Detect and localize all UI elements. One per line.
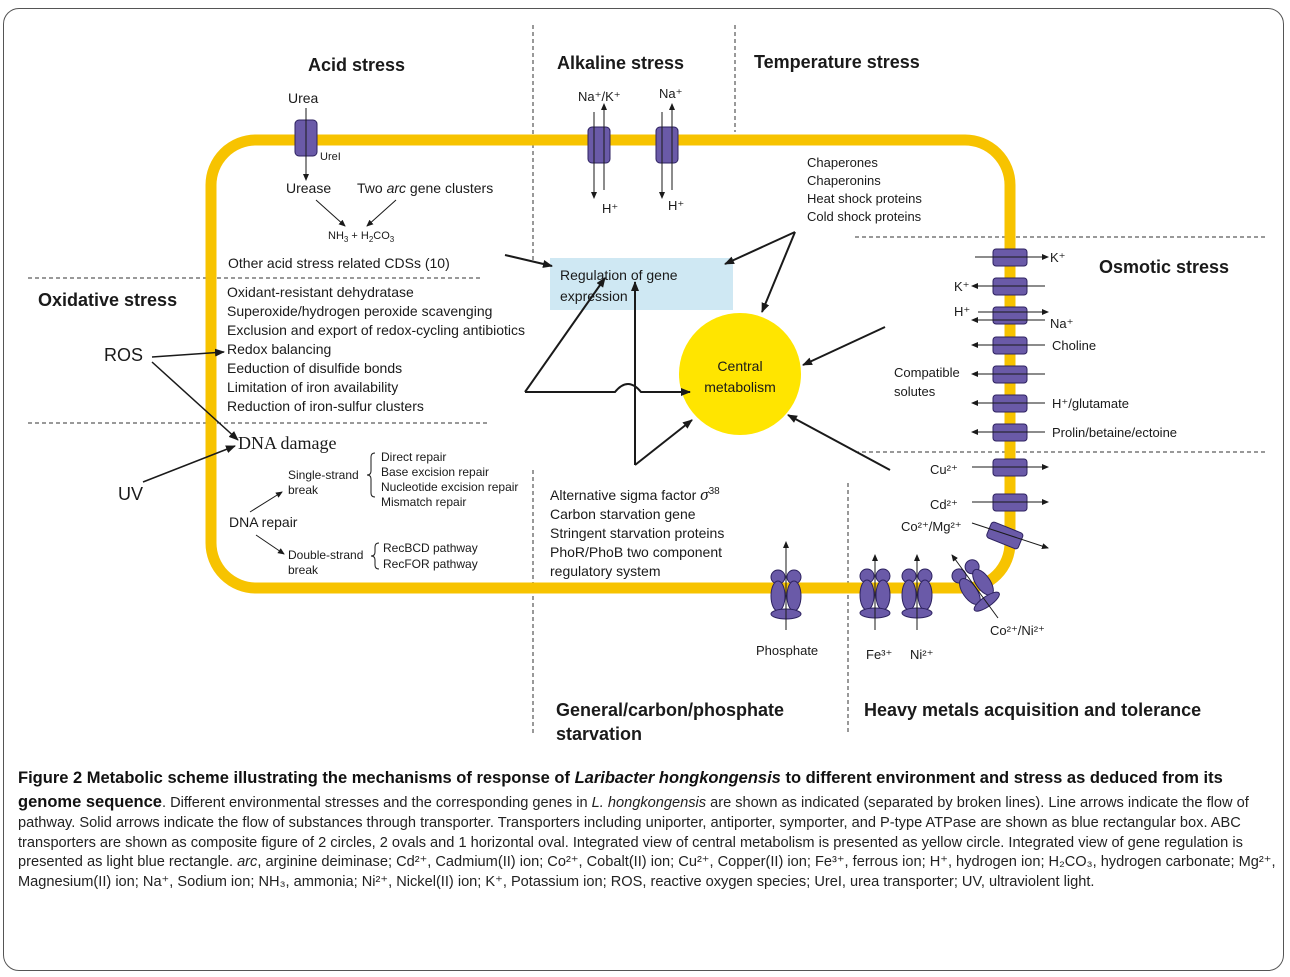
cd-label: Cd²⁺ bbox=[930, 497, 958, 512]
single-strand-item: Base excision repair bbox=[381, 465, 489, 479]
temperature-item: Heat shock proteins bbox=[807, 191, 922, 206]
starvation-item: regulatory system bbox=[550, 563, 660, 579]
nh3-h2co3-label: NH3 + H2CO3 bbox=[328, 230, 395, 244]
ros-to-oxidative-arrow bbox=[151, 348, 225, 358]
header-oxidative-stress: Oxidative stress bbox=[38, 290, 177, 310]
oxidative-item: Oxidant-resistant dehydratase bbox=[227, 284, 414, 300]
temperature-item: Chaperones bbox=[807, 155, 878, 170]
single-strand-brace bbox=[366, 452, 376, 498]
single-strand-break-label: break bbox=[288, 483, 319, 497]
double-strand-label: Double-strand bbox=[288, 548, 363, 562]
oxidative-list: Oxidant-resistant dehydratase Superoxide… bbox=[227, 284, 525, 414]
metabolic-scheme-diagram: Regulation of gene expression Central me… bbox=[28, 25, 1265, 744]
urease-arrow bbox=[315, 199, 346, 227]
na-k-label: Na⁺/K⁺ bbox=[578, 89, 621, 104]
urel-label: UreI bbox=[320, 151, 341, 163]
oxidative-item: Superoxide/hydrogen peroxide scavenging bbox=[227, 303, 492, 319]
dna-damage-label: DNA damage bbox=[238, 433, 336, 453]
temperature-item: Cold shock proteins bbox=[807, 209, 922, 224]
ros-to-dna-arrow bbox=[151, 361, 239, 441]
figure-frame bbox=[3, 8, 1284, 971]
header-heavy-metals: Heavy metals acquisition and tolerance bbox=[864, 700, 1201, 720]
double-strand-break-label: break bbox=[288, 563, 319, 577]
na-antiporter bbox=[655, 126, 679, 164]
pathway-arrows bbox=[504, 231, 891, 471]
starvation-item: Carbon starvation gene bbox=[550, 506, 696, 522]
header-starvation-line1: General/carbon/phosphate bbox=[556, 700, 784, 720]
k-out-label: K⁺ bbox=[954, 279, 970, 294]
h-glutamate-label: H⁺/glutamate bbox=[1052, 396, 1129, 411]
temperature-item: Chaperonins bbox=[807, 173, 881, 188]
osmotic-transporters bbox=[992, 248, 1028, 442]
double-strand-item: RecFOR pathway bbox=[383, 557, 478, 571]
central-metabolism-circle bbox=[679, 313, 801, 435]
uv-label: UV bbox=[118, 484, 143, 504]
oxidative-item: Redox balancing bbox=[227, 341, 331, 357]
arc-clusters-label: Two arc gene clusters bbox=[357, 180, 493, 196]
ros-label: ROS bbox=[104, 345, 143, 365]
header-temperature-stress: Temperature stress bbox=[754, 52, 920, 72]
caption-title: Figure 2 Metabolic scheme illustrating t… bbox=[18, 769, 1223, 811]
compatible-solutes-line2: solutes bbox=[894, 384, 936, 399]
regulation-label-line1: Regulation of gene bbox=[560, 267, 678, 283]
starvation-item: Stringent starvation proteins bbox=[550, 525, 724, 541]
co-ni-arrow bbox=[951, 554, 999, 619]
oxidative-item: Exclusion and export of redox-cycling an… bbox=[227, 322, 525, 338]
cu-label: Cu²⁺ bbox=[930, 462, 958, 477]
fe-label: Fe³⁺ bbox=[866, 647, 892, 662]
phosphate-label: Phosphate bbox=[756, 643, 818, 658]
single-strand-label: Single-strand bbox=[288, 468, 359, 482]
osm-h-label: H⁺ bbox=[954, 304, 970, 319]
metal-arrows bbox=[971, 464, 1049, 549]
double-strand-brace bbox=[370, 542, 380, 570]
dna-repair-label: DNA repair bbox=[229, 514, 298, 530]
compatible-solutes-line1: Compatible bbox=[894, 365, 960, 380]
arc-arrow bbox=[366, 199, 397, 227]
co-mg-label: Co²⁺/Mg²⁺ bbox=[901, 519, 962, 534]
single-strand-item: Direct repair bbox=[381, 450, 446, 464]
header-alkaline-stress: Alkaline stress bbox=[557, 53, 684, 73]
prolin-label: Prolin/betaine/ectoine bbox=[1052, 425, 1177, 440]
uv-to-dna-arrow bbox=[142, 445, 236, 483]
starvation-item: PhoR/PhoB two component bbox=[550, 544, 722, 560]
h-label-2: H⁺ bbox=[668, 198, 684, 213]
header-acid-stress: Acid stress bbox=[308, 55, 405, 75]
ni-label: Ni²⁺ bbox=[910, 647, 933, 662]
separator-lines bbox=[28, 25, 1265, 735]
double-strand-item: RecBCD pathway bbox=[383, 541, 478, 555]
single-strand-item: Nucleotide excision repair bbox=[381, 480, 518, 494]
oxidative-item: Limitation of iron availability bbox=[227, 379, 398, 395]
temperature-list: Chaperones Chaperonins Heat shock protei… bbox=[807, 155, 922, 224]
sigma-factor-label: Alternative sigma factor σ38 bbox=[550, 485, 720, 504]
osmotic-arrows bbox=[971, 254, 1049, 435]
regulation-label-line2: expression bbox=[560, 288, 628, 304]
choline-label: Choline bbox=[1052, 338, 1096, 353]
header-osmotic-stress: Osmotic stress bbox=[1099, 257, 1229, 277]
na-label: Na⁺ bbox=[659, 86, 682, 101]
header-starvation-line2: starvation bbox=[556, 724, 642, 744]
co-ni-label: Co²⁺/Ni²⁺ bbox=[990, 623, 1045, 638]
osm-na-label: Na⁺ bbox=[1050, 316, 1073, 331]
starvation-list: Carbon starvation gene Stringent starvat… bbox=[550, 506, 724, 579]
single-strand-item: Mismatch repair bbox=[381, 495, 466, 509]
urease-label: Urease bbox=[286, 180, 331, 196]
repair-to-double-arrow bbox=[255, 534, 285, 555]
figure-caption: Figure 2 Metabolic scheme illustrating t… bbox=[18, 766, 1276, 892]
central-label-line1: Central bbox=[717, 358, 762, 374]
h-label-1: H⁺ bbox=[602, 201, 618, 216]
gene-regulation-box bbox=[550, 258, 733, 310]
other-acid-cds-label: Other acid stress related CDSs (10) bbox=[228, 255, 450, 271]
urea-label: Urea bbox=[288, 90, 319, 106]
single-strand-list: Direct repair Base excision repair Nucle… bbox=[381, 450, 518, 509]
central-label-line2: metabolism bbox=[704, 379, 776, 395]
caption-body: . Different environmental stresses and t… bbox=[18, 795, 1276, 890]
k-in-label: K⁺ bbox=[1050, 250, 1066, 265]
repair-to-single-arrow bbox=[249, 491, 283, 513]
oxidative-item: Eeduction of disulfide bonds bbox=[227, 360, 402, 376]
na-k-antiporter bbox=[587, 126, 611, 164]
oxidative-item: Reduction of iron-sulfur clusters bbox=[227, 398, 424, 414]
